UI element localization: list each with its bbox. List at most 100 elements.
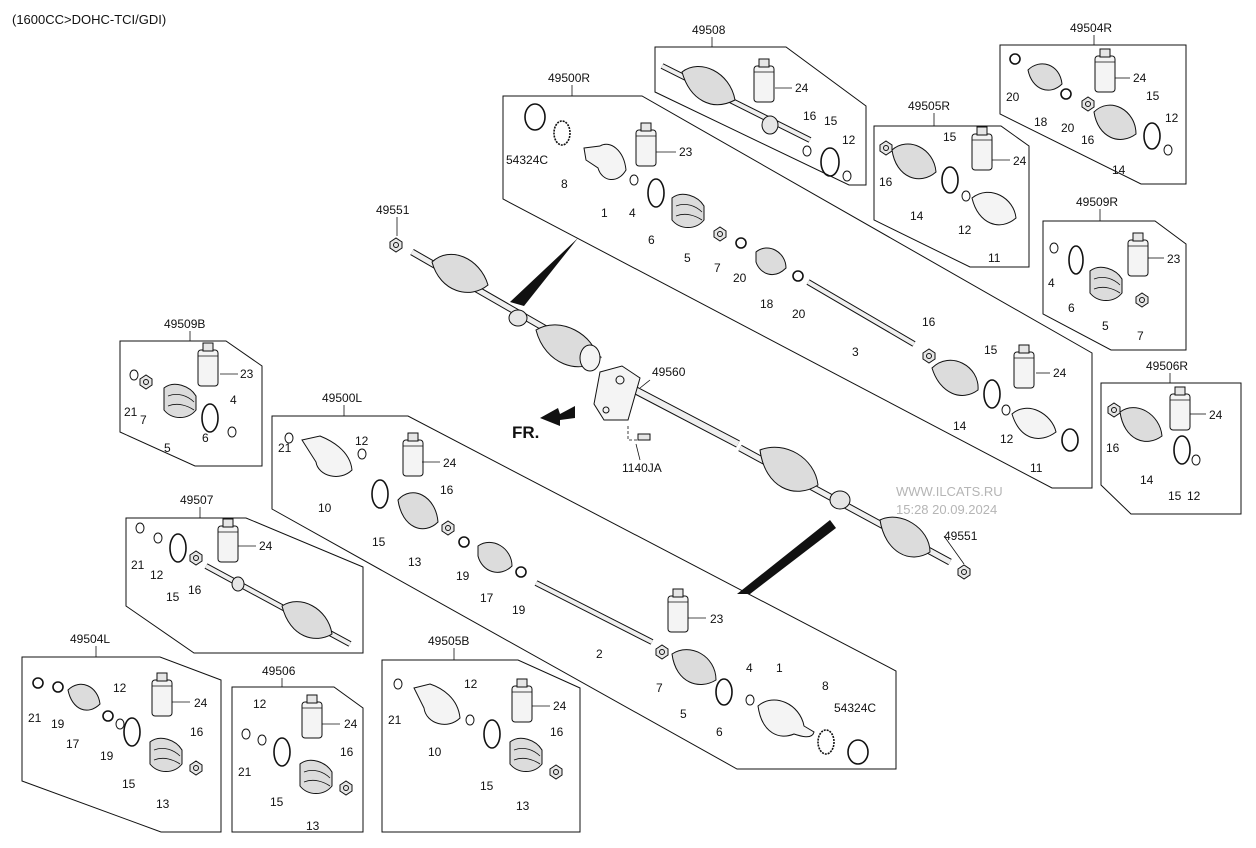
group-49551-title-bottom[interactable]: 49551 bbox=[944, 529, 978, 543]
part-label[interactable]: 14 bbox=[1112, 163, 1126, 177]
part-label[interactable]: 16 bbox=[190, 725, 204, 739]
part-label[interactable]: 23 bbox=[710, 612, 724, 626]
part-label[interactable]: 6 bbox=[202, 431, 209, 445]
part-label[interactable]: 19 bbox=[100, 749, 114, 763]
part-label[interactable]: 16 bbox=[922, 315, 936, 329]
part-label[interactable]: 21 bbox=[28, 711, 42, 725]
part-label[interactable]: 7 bbox=[140, 413, 147, 427]
part-label[interactable]: 13 bbox=[306, 819, 320, 833]
part-label[interactable]: 16 bbox=[1081, 133, 1095, 147]
part-label[interactable]: 19 bbox=[51, 717, 65, 731]
part-label[interactable]: 24 bbox=[259, 539, 273, 553]
part-label[interactable]: 5 bbox=[684, 251, 691, 265]
part-label[interactable]: 8 bbox=[822, 679, 829, 693]
part-label[interactable]: 5 bbox=[680, 707, 687, 721]
part-label[interactable]: 24 bbox=[1013, 154, 1027, 168]
part-label[interactable]: 21 bbox=[278, 441, 292, 455]
group-1140JA-title[interactable]: 1140JA bbox=[622, 461, 662, 475]
part-label[interactable]: 20 bbox=[1061, 121, 1075, 135]
part-label[interactable]: 24 bbox=[1209, 408, 1223, 422]
part-label[interactable]: 7 bbox=[1137, 329, 1144, 343]
part-label[interactable]: 15 bbox=[1168, 489, 1182, 503]
part-label[interactable]: 7 bbox=[656, 681, 663, 695]
group-49505R-title[interactable]: 49505R bbox=[908, 99, 950, 113]
group-49509R-title[interactable]: 49509R bbox=[1076, 195, 1118, 209]
group-49505B-title[interactable]: 49505B bbox=[428, 634, 469, 648]
group-49509B-title[interactable]: 49509B bbox=[164, 317, 205, 331]
part-label[interactable]: 15 bbox=[984, 343, 998, 357]
part-label[interactable]: 12 bbox=[958, 223, 972, 237]
part-label[interactable]: 12 bbox=[150, 568, 164, 582]
part-label[interactable]: 4 bbox=[629, 206, 636, 220]
part-label[interactable]: 13 bbox=[156, 797, 170, 811]
part-label[interactable]: 24 bbox=[795, 81, 809, 95]
part-label[interactable]: 24 bbox=[443, 456, 457, 470]
part-label[interactable]: 24 bbox=[1133, 71, 1147, 85]
group-49560-title[interactable]: 49560 bbox=[652, 365, 686, 379]
part-label[interactable]: 23 bbox=[1167, 252, 1181, 266]
part-label[interactable]: 17 bbox=[480, 591, 494, 605]
part-label[interactable]: 18 bbox=[760, 297, 774, 311]
part-label[interactable]: 12 bbox=[1000, 432, 1014, 446]
part-label[interactable]: 24 bbox=[553, 699, 567, 713]
part-label[interactable]: 13 bbox=[516, 799, 530, 813]
part-label[interactable]: 14 bbox=[953, 419, 967, 433]
part-label[interactable]: 5 bbox=[1102, 319, 1109, 333]
part-label[interactable]: 18 bbox=[1034, 115, 1048, 129]
part-label[interactable]: 12 bbox=[1187, 489, 1201, 503]
part-label[interactable]: 16 bbox=[803, 109, 817, 123]
part-label[interactable]: 15 bbox=[1146, 89, 1160, 103]
part-label[interactable]: 8 bbox=[561, 177, 568, 191]
part-label[interactable]: 16 bbox=[188, 583, 202, 597]
part-label[interactable]: 24 bbox=[344, 717, 358, 731]
part-label[interactable]: 12 bbox=[355, 434, 369, 448]
part-label[interactable]: 16 bbox=[879, 175, 893, 189]
part-label[interactable]: 12 bbox=[1165, 111, 1179, 125]
part-label[interactable]: 1 bbox=[776, 661, 783, 675]
part-label[interactable]: 7 bbox=[714, 261, 721, 275]
part-label[interactable]: 10 bbox=[428, 745, 442, 759]
part-label[interactable]: 2 bbox=[596, 647, 603, 661]
part-label[interactable]: 16 bbox=[440, 483, 454, 497]
part-label[interactable]: 13 bbox=[408, 555, 422, 569]
part-label[interactable]: 6 bbox=[1068, 301, 1075, 315]
group-49500R-title[interactable]: 49500R bbox=[548, 71, 590, 85]
group-49506-title[interactable]: 49506 bbox=[262, 664, 296, 678]
part-label[interactable]: 4 bbox=[1048, 276, 1055, 290]
part-label[interactable]: 5 bbox=[164, 441, 171, 455]
part-label[interactable]: 11 bbox=[1030, 461, 1043, 475]
part-label[interactable]: 16 bbox=[1106, 441, 1120, 455]
part-label[interactable]: 14 bbox=[1140, 473, 1154, 487]
part-label[interactable]: 4 bbox=[746, 661, 753, 675]
group-49507-title[interactable]: 49507 bbox=[180, 493, 214, 507]
part-label[interactable]: 3 bbox=[852, 345, 859, 359]
part-label[interactable]: 4 bbox=[230, 393, 237, 407]
part-label[interactable]: 12 bbox=[113, 681, 127, 695]
group-49551-title-top[interactable]: 49551 bbox=[376, 203, 410, 217]
part-label[interactable]: 20 bbox=[1006, 90, 1020, 104]
part-label[interactable]: 12 bbox=[842, 133, 856, 147]
group-49504R-title[interactable]: 49504R bbox=[1070, 21, 1112, 35]
part-label[interactable]: 6 bbox=[716, 725, 723, 739]
part-label[interactable]: 19 bbox=[456, 569, 470, 583]
group-49504L-title[interactable]: 49504L bbox=[70, 632, 110, 646]
part-label[interactable]: 21 bbox=[388, 713, 402, 727]
part-label[interactable]: 15 bbox=[122, 777, 136, 791]
part-label[interactable]: 20 bbox=[733, 271, 747, 285]
part-label[interactable]: 19 bbox=[512, 603, 526, 617]
group-49506R-title[interactable]: 49506R bbox=[1146, 359, 1188, 373]
part-label[interactable]: 21 bbox=[124, 405, 138, 419]
part-label[interactable]: 23 bbox=[679, 145, 693, 159]
part-label[interactable]: 16 bbox=[550, 725, 564, 739]
part-label[interactable]: 15 bbox=[824, 114, 838, 128]
part-label[interactable]: 15 bbox=[943, 130, 957, 144]
part-label[interactable]: 24 bbox=[1053, 366, 1067, 380]
part-label[interactable]: 17 bbox=[66, 737, 80, 751]
part-label[interactable]: 15 bbox=[166, 590, 180, 604]
part-label[interactable]: 21 bbox=[131, 558, 145, 572]
part-label[interactable]: 1 bbox=[601, 206, 608, 220]
part-label[interactable]: 15 bbox=[480, 779, 494, 793]
group-49508-title[interactable]: 49508 bbox=[692, 23, 726, 37]
group-49500L-title[interactable]: 49500L bbox=[322, 391, 362, 405]
part-label[interactable]: 20 bbox=[792, 307, 806, 321]
